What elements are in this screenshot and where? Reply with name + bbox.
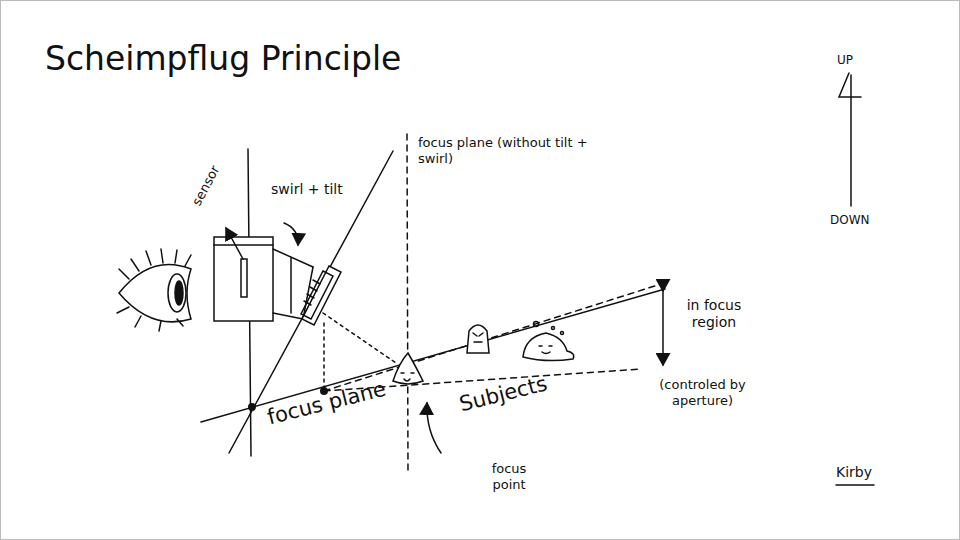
sensor-label: sensor	[189, 163, 223, 208]
title: Scheimpflug Principle	[45, 39, 401, 78]
focus-plane-note: focus plane (without tilt + swirl)	[418, 135, 593, 166]
up-label: UP	[837, 53, 853, 67]
swirl-tilt-label: swirl + tilt	[271, 181, 343, 198]
aperture-note: (controled by aperture)	[635, 377, 770, 408]
focus-plane-label: focus plane	[265, 377, 388, 431]
region-label: in focus region	[679, 297, 749, 331]
signature: Kirby	[836, 464, 872, 481]
down-label: DOWN	[830, 213, 870, 227]
focus-point-label: focus point	[479, 461, 539, 492]
